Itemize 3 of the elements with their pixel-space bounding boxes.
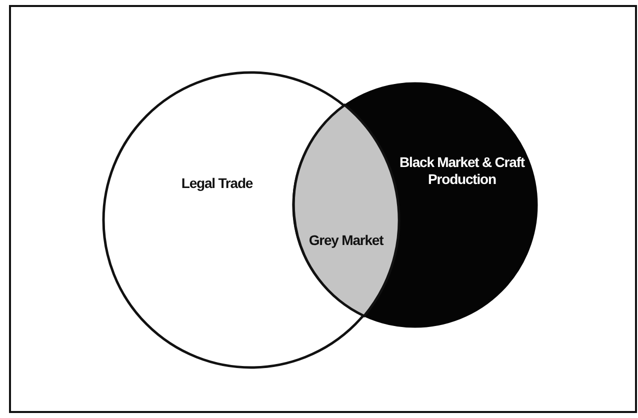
set-label: Legal Trade (180, 175, 254, 192)
set-label: Grey Market (308, 232, 385, 249)
set-label: Black Market & Craft Production (398, 154, 526, 188)
